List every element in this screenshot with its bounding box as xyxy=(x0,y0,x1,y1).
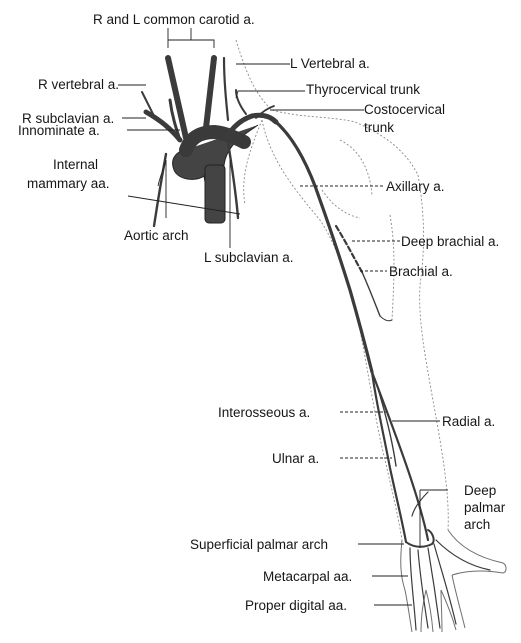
label-internal-mammary-2: mammary aa. xyxy=(27,176,110,191)
aortic-arch-vessels xyxy=(142,58,276,226)
label-internal-mammary-1: Internal xyxy=(53,157,98,172)
label-l-subclavian: L subclavian a. xyxy=(204,250,294,265)
label-innominate: Innominate a. xyxy=(18,123,100,138)
arm-arteries xyxy=(276,122,490,630)
label-costocervical-1: Costocervical xyxy=(364,102,445,117)
label-l-vertebral: L Vertebral a. xyxy=(290,56,370,71)
label-common-carotid: R and L common carotid a. xyxy=(93,12,255,27)
label-ulnar: Ulnar a. xyxy=(272,451,319,466)
label-costocervical-2: trunk xyxy=(364,120,394,135)
label-r-vertebral: R vertebral a. xyxy=(38,77,119,92)
hand-outline xyxy=(401,530,506,632)
label-aortic-arch: Aortic arch xyxy=(124,228,189,243)
label-radial: Radial a. xyxy=(442,414,495,429)
label-proper-digital: Proper digital aa. xyxy=(245,598,347,613)
label-deep-palmar-2: palmar xyxy=(464,500,505,515)
label-thyrocervical: Thyrocervical trunk xyxy=(306,82,420,97)
label-metacarpal: Metacarpal aa. xyxy=(263,569,352,584)
label-superficial-palmar: Superficial palmar arch xyxy=(190,537,328,552)
label-brachial: Brachial a. xyxy=(389,264,453,279)
label-axillary: Axillary a. xyxy=(386,179,445,194)
label-deep-palmar-3: arch xyxy=(464,517,490,532)
label-deep-brachial: Deep brachial a. xyxy=(401,234,499,249)
label-interosseous: Interosseous a. xyxy=(218,405,310,420)
label-deep-palmar-1: Deep xyxy=(464,483,496,498)
